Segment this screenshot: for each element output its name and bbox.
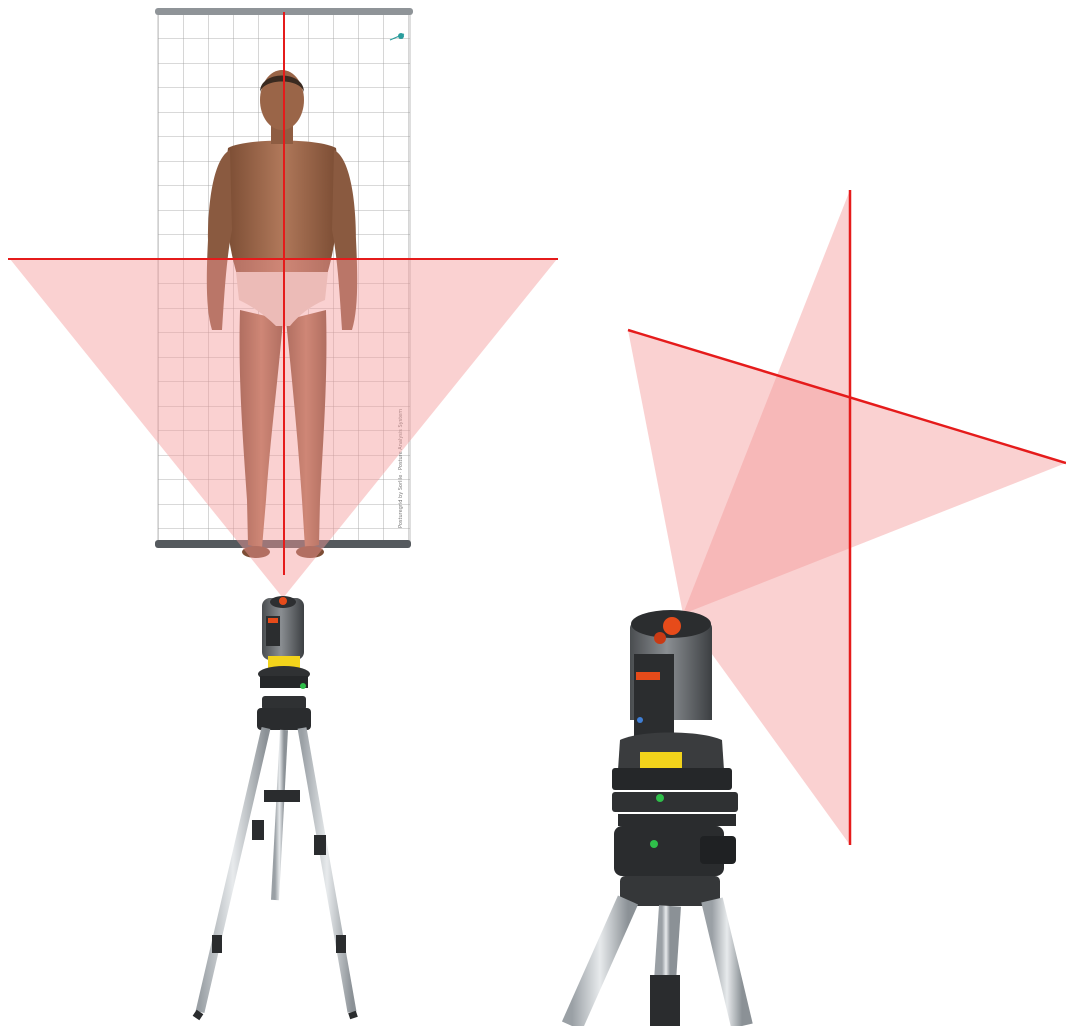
tripod-right bbox=[572, 826, 742, 1026]
left-panel: Posturegrid by Sorlile · Posture Analysi… bbox=[8, 8, 558, 1018]
laser-emitter-icon bbox=[279, 597, 287, 605]
warning-label-large bbox=[640, 752, 682, 768]
right-panel bbox=[572, 190, 1066, 1026]
laser-level-device-left bbox=[258, 596, 310, 710]
tripod-left bbox=[196, 708, 354, 1018]
laser-emitter-icon-large bbox=[663, 617, 681, 635]
